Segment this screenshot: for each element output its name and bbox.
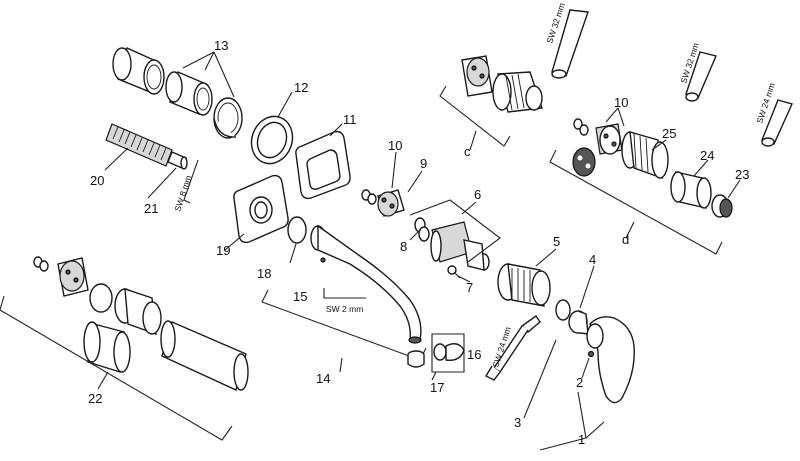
part-5-threaded-body	[497, 263, 551, 307]
part-13-sleeve-medium	[165, 71, 213, 116]
part-10-rings	[573, 118, 589, 136]
tool-sw32-top	[551, 9, 589, 79]
callout-1: 1	[578, 432, 585, 447]
part-4-bushing	[568, 310, 589, 335]
part-14-spout	[310, 224, 422, 344]
part-22-cartridge	[57, 257, 89, 297]
part-12-ring	[250, 115, 294, 165]
callout-11: 11	[343, 112, 357, 127]
callout-10-left: 10	[388, 138, 402, 153]
tool-label-sw2: SW 2 mm	[326, 304, 363, 314]
callout-19: 19	[216, 243, 230, 258]
callout-25: 25	[662, 126, 676, 141]
group-1-bracket	[539, 421, 605, 451]
callout-16: 16	[467, 347, 481, 362]
part-15-grub-screw	[320, 257, 326, 263]
part-1-lever-handle	[586, 316, 635, 404]
part-20-threaded-extension	[105, 123, 173, 167]
part-9-small-rings	[361, 189, 377, 205]
part-13-ring	[213, 97, 243, 139]
group-c-bracket	[439, 85, 511, 147]
part-10-cartridge-a	[377, 189, 405, 217]
part-21-adapter	[167, 151, 188, 170]
callout-8: 8	[400, 239, 407, 254]
hex-key-8mm	[183, 159, 199, 204]
part-25-threaded-body	[621, 131, 669, 180]
callout-24: 24	[700, 148, 714, 163]
tool-sw32-mid	[685, 51, 717, 102]
group-16-17-bracket	[431, 333, 465, 373]
part-22-extension-sleeve	[160, 320, 249, 391]
callout-15: 15	[293, 289, 307, 304]
part-13-sleeve-large	[112, 47, 165, 95]
part-3-o-ring	[555, 299, 571, 321]
part-6-valve-insert	[430, 221, 490, 271]
part-17-aerator	[407, 343, 465, 368]
callout-c: c	[464, 144, 471, 159]
part-18-o-ring	[287, 216, 307, 244]
callout-d: d	[622, 232, 629, 247]
part-8-o-rings	[414, 217, 430, 242]
tool-label-sw8: SW 8 mm	[172, 174, 193, 213]
part-22-threaded-nut	[114, 287, 162, 336]
callout-7: 7	[466, 280, 473, 295]
callout-17: 17	[430, 380, 444, 395]
part-19-rosette-cover	[233, 174, 289, 244]
part-23-nut	[711, 194, 733, 218]
callout-22: 22	[88, 391, 102, 406]
callout-20: 20	[90, 173, 104, 188]
part-11-square-rosette	[295, 130, 351, 200]
part-22-o-ring	[89, 283, 113, 313]
callout-18: 18	[257, 266, 271, 281]
callout-14: 14	[316, 371, 330, 386]
callout-23: 23	[735, 167, 749, 182]
part-10-cartridge-b	[595, 123, 623, 155]
hex-key-2mm	[323, 288, 366, 299]
callout-12: 12	[294, 80, 308, 95]
callout-2: 2	[576, 375, 583, 390]
callout-21: 21	[144, 201, 158, 216]
part-2-handle-screw	[587, 350, 595, 358]
part-c-cartridge	[461, 55, 493, 97]
callout-5: 5	[553, 234, 560, 249]
callout-13: 13	[214, 38, 228, 53]
group-6-bracket	[409, 199, 501, 263]
group-d-bracket	[549, 149, 723, 255]
callout-4: 4	[589, 252, 596, 267]
group-22-bracket	[0, 295, 233, 441]
tool-sw24-right	[761, 99, 793, 147]
part-24-sleeve	[670, 171, 712, 209]
callout-6: 6	[474, 187, 481, 202]
part-10-disk	[572, 147, 596, 177]
callout-10-right: 10	[614, 95, 628, 110]
callout-3: 3	[514, 415, 521, 430]
part-c-threaded-nut	[492, 71, 543, 113]
part-22-small-rings	[33, 256, 49, 272]
part-22-sleeve	[83, 321, 131, 373]
wrench-sw24	[485, 315, 541, 381]
callout-9: 9	[420, 156, 427, 171]
